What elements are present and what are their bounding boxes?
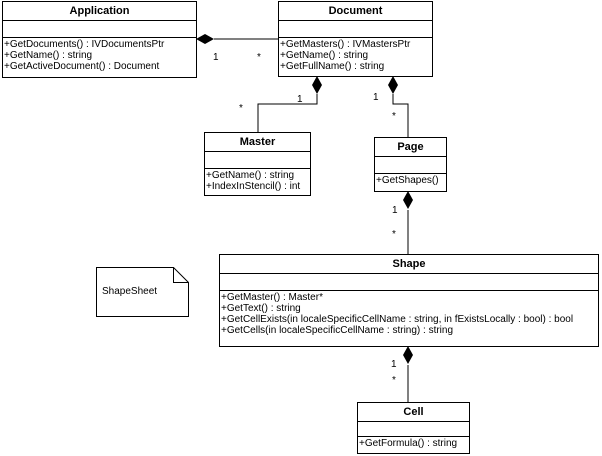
operation: +GetName() : string <box>4 50 93 61</box>
operations-compartment: +GetDocuments() : IVDocumentsPtr +GetNam… <box>3 38 196 77</box>
composition-diamond-icon <box>403 346 413 364</box>
operation: +IndexInStencil() : int <box>206 181 301 192</box>
class-shape[interactable]: Shape +GetMaster() : Master* +GetText() … <box>219 254 599 347</box>
composition-diamond-icon <box>312 76 322 94</box>
attributes-compartment <box>375 157 446 174</box>
attributes-compartment <box>3 21 196 38</box>
operation: +GetName() : string <box>206 170 295 181</box>
composition-diamond-icon <box>196 34 214 44</box>
multiplicity-shape-cell-whole: 1 <box>391 359 397 370</box>
operation: +GetFormula() : string <box>359 438 458 449</box>
attributes-compartment <box>220 274 598 291</box>
class-name: Master <box>205 133 310 152</box>
multiplicity-page-shape-whole: 1 <box>392 205 398 216</box>
multiplicity-page-shape-part: * <box>392 229 396 240</box>
operation: +GetName() : string <box>280 50 369 61</box>
operations-compartment: +GetMaster() : Master* +GetText() : stri… <box>220 291 598 346</box>
attributes-compartment <box>205 152 310 169</box>
operations-compartment: +GetMasters() : IVMastersPtr +GetName() … <box>279 38 432 76</box>
association-shape-cell <box>403 346 413 402</box>
operation: +GetMasters() : IVMastersPtr <box>280 39 411 50</box>
operations-compartment: +GetShapes() <box>375 174 446 191</box>
multiplicity-application-document-part: * <box>257 52 261 63</box>
class-page[interactable]: Page +GetShapes() <box>374 137 447 192</box>
operation: +GetFullName() : string <box>280 61 385 72</box>
operation: +GetCells(in localeSpecificCellName : st… <box>221 325 454 336</box>
composition-diamond-icon <box>403 191 413 209</box>
attributes-compartment <box>358 422 469 437</box>
multiplicity-document-page-whole: 1 <box>373 92 379 103</box>
operation: +GetCellExists(in localeSpecificCellName… <box>221 314 574 325</box>
association-page-shape <box>403 191 413 254</box>
class-name: Page <box>375 138 446 157</box>
operation: +GetMaster() : Master* <box>221 292 323 303</box>
note-shape-icon <box>96 267 189 317</box>
operation: +GetText() : string <box>221 303 301 314</box>
operation: +GetDocuments() : IVDocumentsPtr <box>4 39 165 50</box>
association-application-document <box>196 34 278 44</box>
note-text: ShapeSheet <box>102 286 158 297</box>
note-shapesheet[interactable]: ShapeSheet <box>96 267 189 317</box>
composition-diamond-icon <box>388 76 398 94</box>
association-document-master <box>257 76 322 132</box>
multiplicity-shape-cell-part: * <box>392 375 396 386</box>
class-name: Shape <box>220 255 598 274</box>
operations-compartment: +GetFormula() : string <box>358 437 469 453</box>
association-document-page <box>388 76 409 137</box>
class-cell[interactable]: Cell +GetFormula() : string <box>357 402 470 454</box>
class-application[interactable]: Application +GetDocuments() : IVDocument… <box>2 1 197 78</box>
class-name: Application <box>3 2 196 21</box>
operations-compartment: +GetName() : string +IndexInStencil() : … <box>205 169 310 195</box>
operation: +GetShapes() <box>376 175 439 186</box>
operation: +GetActiveDocument() : Document <box>4 61 160 72</box>
class-document[interactable]: Document +GetMasters() : IVMastersPtr +G… <box>278 1 433 77</box>
class-name: Document <box>279 2 432 21</box>
multiplicity-application-document-whole: 1 <box>213 52 219 63</box>
class-master[interactable]: Master +GetName() : string +IndexInStenc… <box>204 132 311 196</box>
attributes-compartment <box>279 21 432 38</box>
multiplicity-document-master-part: * <box>239 103 243 114</box>
class-name: Cell <box>358 403 469 422</box>
multiplicity-document-page-part: * <box>392 111 396 122</box>
multiplicity-document-master-whole: 1 <box>297 94 303 105</box>
